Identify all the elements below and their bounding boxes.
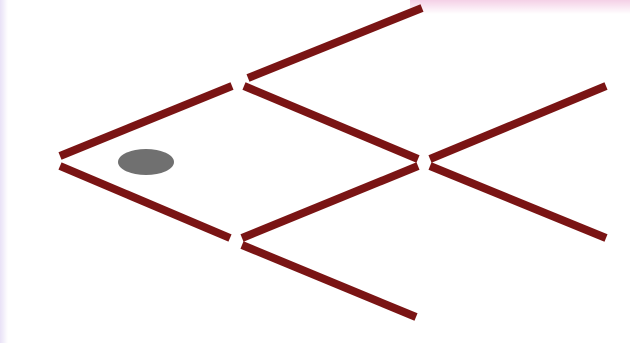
stick-tail-lower	[430, 166, 606, 238]
stick-body-upper	[244, 86, 418, 159]
stick-body-lower	[242, 166, 418, 238]
stick-fin-bottom	[242, 245, 416, 317]
fish-eye	[118, 149, 174, 175]
stick-head-upper	[60, 86, 232, 156]
stick-tail-upper	[430, 86, 606, 159]
stick-head-lower	[60, 166, 230, 238]
stick-fin-top	[248, 8, 422, 78]
